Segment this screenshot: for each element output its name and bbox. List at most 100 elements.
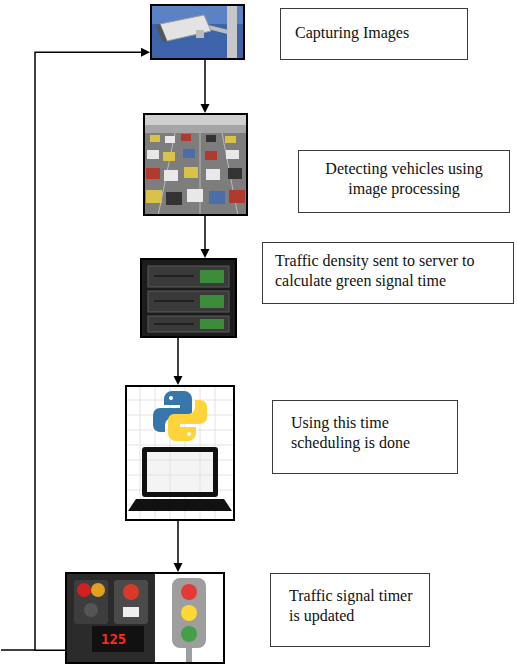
arrowhead [174, 376, 183, 385]
python-laptop-icon-part-part [170, 452, 171, 492]
server-rack-icon-part-part [154, 275, 194, 277]
connector-line [35, 52, 142, 650]
traffic-signal-icon-part [123, 584, 139, 600]
traffic-signal-icon-part [84, 603, 98, 617]
server-rack-icon-part [148, 266, 229, 287]
traffic-photo-part [165, 136, 175, 143]
text-box: Using this time scheduling is done [272, 400, 458, 474]
cctv-camera-icon-part [150, 4, 245, 60]
traffic-photo-part [166, 192, 182, 205]
server-rack-icon-part [200, 319, 224, 329]
server-rack-icon-part [148, 291, 229, 312]
text-box: Capturing Images [280, 8, 468, 60]
server-rack-icon [140, 258, 237, 338]
timer-digits: 125 [98, 630, 129, 648]
traffic-photo-part [147, 150, 159, 159]
cctv-camera-icon-part [160, 15, 211, 41]
traffic-photo-part [163, 152, 175, 161]
arrowhead [201, 249, 210, 258]
server-rack-icon-part [148, 316, 229, 332]
process-step: Detecting vehicles using image processin… [143, 113, 248, 216]
cctv-camera-icon [150, 4, 245, 60]
traffic-signal-icon-part [114, 580, 148, 624]
connector-line [177, 521, 179, 564]
arrowhead [174, 563, 183, 572]
loop-line-stub [1, 649, 35, 651]
text-box: Traffic density sent to server to calcul… [262, 242, 514, 304]
feedback-arrow [35, 48, 150, 651]
step-text: Detecting vehicles using image processin… [309, 159, 499, 199]
python-laptop-icon-part-part [147, 475, 213, 476]
text-box: Detecting vehicles using image processin… [298, 150, 510, 213]
server-rack-icon-part-part [154, 300, 194, 302]
step-text: Using this time scheduling is done [291, 413, 447, 453]
python-laptop-icon-part [125, 385, 235, 521]
python-laptop-icon-part [125, 385, 235, 521]
cctv-camera-icon-part [196, 30, 204, 38]
traffic-photo-part [143, 125, 248, 133]
traffic-photo-part [181, 134, 191, 141]
traffic-signal-icon-part [186, 648, 192, 662]
python-laptop-icon-part-part [125, 475, 235, 476]
traffic-signal-icon-part [181, 626, 197, 642]
traffic-photo-part [183, 149, 195, 158]
traffic-signal-icon-part [74, 580, 108, 624]
text-box: Traffic signal timer is updated [270, 573, 430, 647]
process-step: Using this time scheduling is done [125, 385, 235, 521]
arrowhead [141, 48, 150, 57]
python-laptop-icon-part [187, 432, 191, 436]
traffic-photo-part [206, 169, 220, 180]
arrowhead [201, 104, 210, 113]
traffic-signal-icon-part [92, 626, 144, 652]
connector-line [204, 60, 206, 105]
connector-line [177, 338, 179, 377]
server-rack-icon-part [140, 258, 237, 338]
python-laptop-icon-part-part [200, 452, 201, 492]
server-rack-icon-part [200, 295, 224, 308]
process-step: Capturing Images [150, 4, 245, 60]
cctv-camera-icon-part [156, 24, 167, 42]
traffic-photo-part [200, 133, 201, 216]
traffic-photo [143, 113, 248, 216]
python-laptop-icon-part [142, 447, 218, 497]
traffic-photo-part [229, 190, 245, 203]
server-rack-icon-part [154, 276, 194, 324]
python-laptop-icon-part-part [147, 460, 213, 461]
traffic-photo-part [225, 136, 236, 143]
traffic-photo-part [206, 135, 216, 142]
traffic-signal-icon-part [172, 578, 206, 648]
traffic-photo-part [150, 135, 160, 142]
traffic-photo-part [209, 191, 225, 204]
step-text: Traffic density sent to server to calcul… [275, 251, 505, 291]
python-laptop-icon [125, 385, 235, 521]
step-text: Traffic signal timer is updated [289, 586, 419, 626]
traffic-photo-part [228, 168, 242, 179]
python-laptop-icon-part [168, 400, 207, 441]
connector-line [204, 216, 206, 250]
flow-arrow [201, 60, 210, 113]
traffic-photo-part [226, 150, 239, 159]
flow-arrow [174, 521, 183, 572]
traffic-photo-part [187, 189, 203, 202]
step-text: Capturing Images [295, 23, 455, 43]
server-rack-icon-part-part [154, 323, 194, 325]
traffic-signal-icon-part [65, 572, 225, 664]
process-step: Traffic density sent to server to calcul… [140, 258, 237, 338]
traffic-signal-icon-part [123, 607, 139, 617]
traffic-signal-icon-part [91, 583, 105, 597]
traffic-signal-icon-part [181, 605, 197, 621]
process-step: Traffic signal timer is updated [65, 572, 225, 664]
python-laptop-icon-part [169, 396, 173, 400]
traffic-photo-part [143, 113, 248, 216]
python-laptop-icon-part [147, 452, 213, 492]
python-laptop-icon-part-part [125, 460, 235, 461]
flow-arrow [201, 216, 210, 258]
traffic-signal-icon [65, 572, 225, 664]
traffic-photo-part [205, 151, 217, 160]
python-laptop-icon-part [128, 499, 232, 511]
flow-arrow [174, 338, 183, 385]
traffic-photo-part [146, 190, 162, 203]
